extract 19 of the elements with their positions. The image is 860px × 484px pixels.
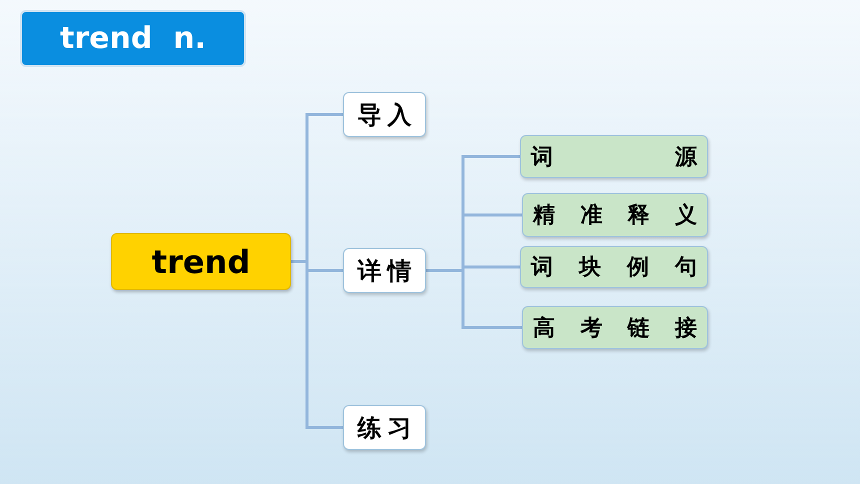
subtopic-box [522, 193, 708, 237]
topic-box [343, 405, 426, 450]
subtopic-box [520, 135, 708, 178]
topic-label: trend [152, 242, 250, 280]
title-text: trend n. [60, 21, 206, 56]
topic-label: 词源 [531, 144, 697, 172]
subtopic-box [520, 246, 708, 288]
topic-box [343, 92, 426, 137]
title-box [20, 10, 246, 67]
topic-label: 精准释义 [533, 202, 697, 230]
subtopic-box [522, 306, 708, 349]
connector-line [291, 260, 343, 429]
topic-label: 词块例句 [531, 254, 697, 282]
topic-label: 导入 [358, 100, 418, 130]
topic-label: 练习 [358, 412, 418, 444]
topic-box [343, 248, 426, 293]
topic-label: 高考链接 [533, 314, 697, 342]
topic-label: 详情 [358, 256, 418, 286]
root-topic-box [111, 233, 291, 290]
